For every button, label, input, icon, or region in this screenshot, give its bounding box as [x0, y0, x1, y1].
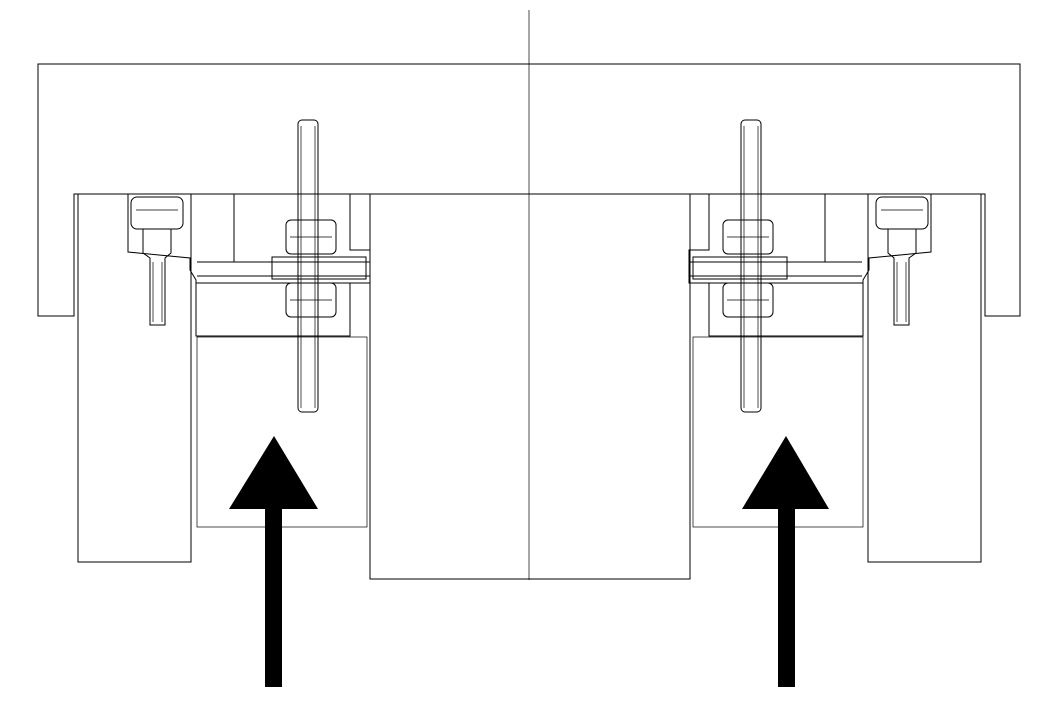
right-outer-ring: [867, 193, 982, 563]
left-outer-ring: [77, 193, 192, 563]
left-clamp-assembly: [127, 119, 371, 413]
center-block: [369, 193, 691, 580]
right-clamp-assembly: [688, 119, 932, 413]
left-arrow-up-icon: [229, 436, 318, 687]
right-arrow-up-icon: [742, 436, 829, 687]
top-plate: [37, 63, 1021, 317]
